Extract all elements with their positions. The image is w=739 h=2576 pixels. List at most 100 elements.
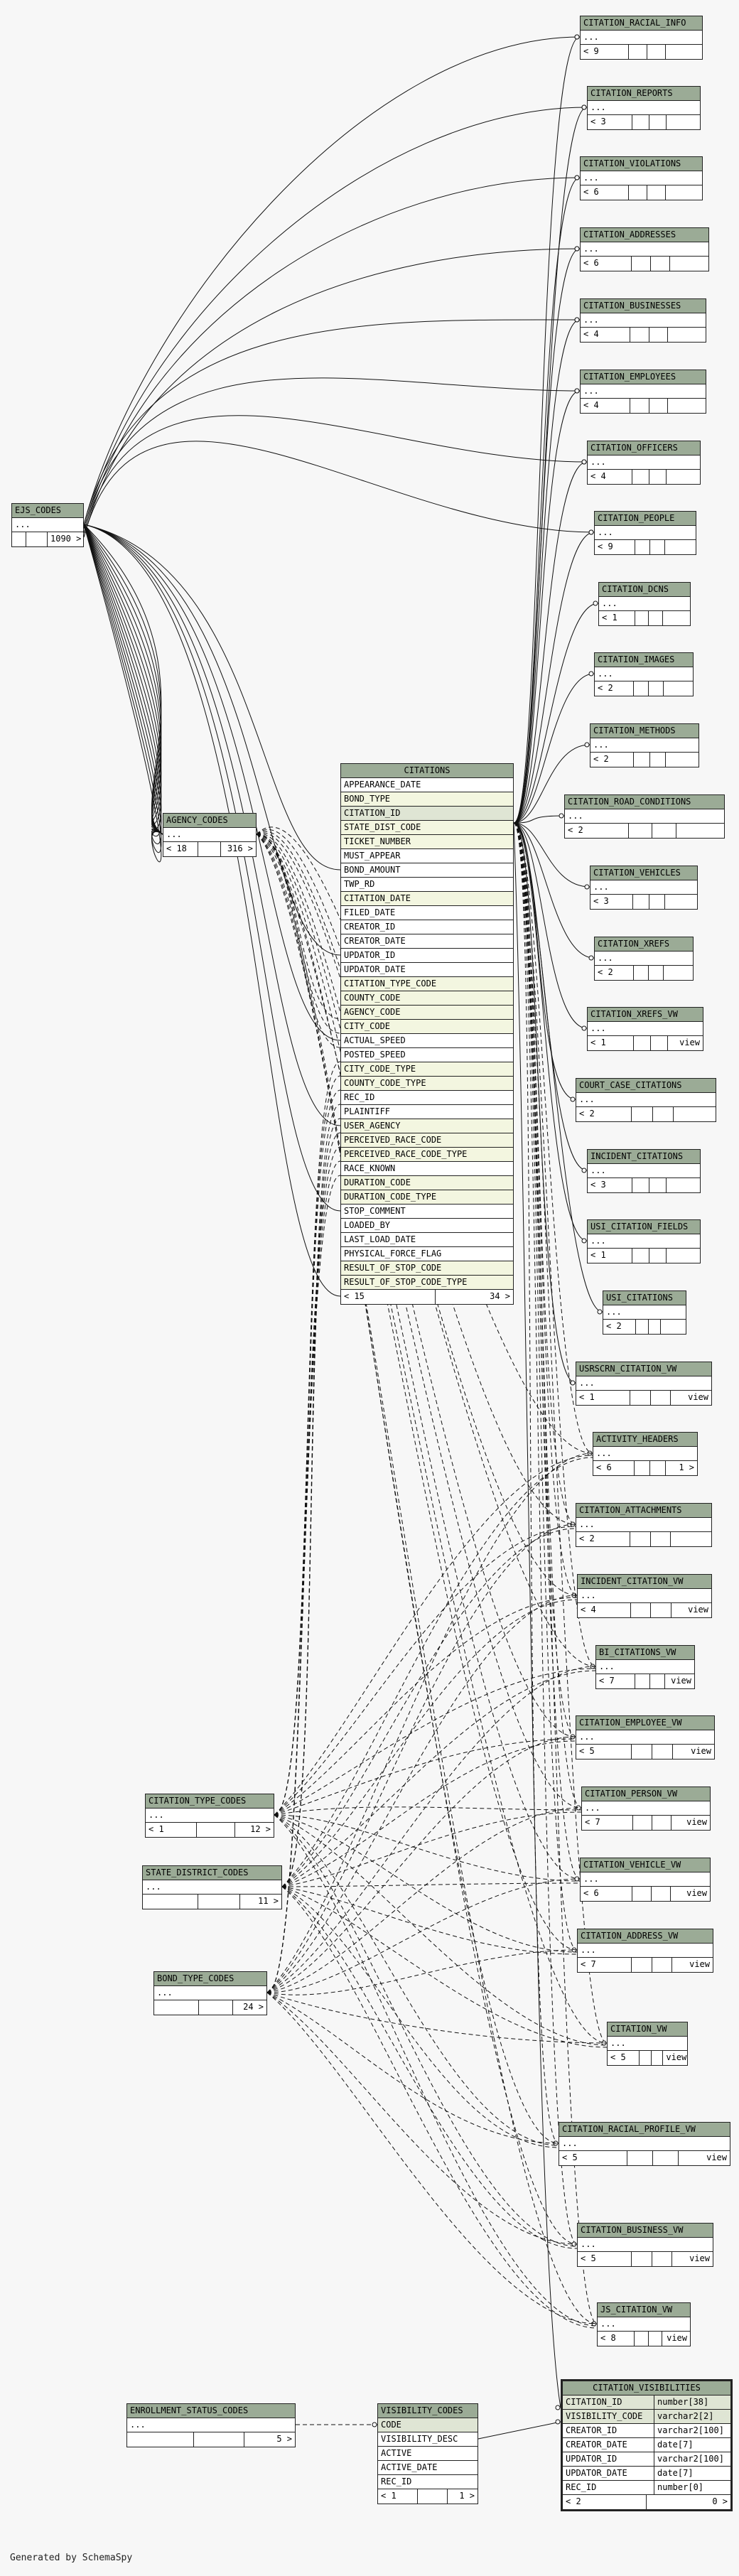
activity-headers-title[interactable]: ACTIVITY_HEADERS	[593, 1433, 697, 1447]
js-citation-vw-title[interactable]: JS_CITATION_VW	[598, 2303, 690, 2317]
citation-visibilities-title[interactable]: CITATION_VISIBILITIES	[563, 2381, 730, 2396]
citation-xrefs-title[interactable]: CITATION_XREFS	[595, 937, 693, 952]
citation-violations-table[interactable]: CITATION_VIOLATIONS...< 6	[580, 156, 703, 200]
incident-citations-table[interactable]: INCIDENT_CITATIONS...< 3	[587, 1149, 701, 1193]
bi-citations-vw-title[interactable]: BI_CITATIONS_VW	[596, 1646, 694, 1660]
relationship-edge	[513, 822, 581, 1880]
relationship-edge	[513, 36, 581, 824]
state-district-codes-table[interactable]: STATE_DISTRICT_CODES ... 11 >	[142, 1865, 282, 1909]
citation-xrefs-table[interactable]: CITATION_XREFS...< 2	[594, 937, 694, 981]
citation-people-title[interactable]: CITATION_PEOPLE	[595, 512, 696, 526]
court-case-citations-table[interactable]: COURT_CASE_CITATIONS...< 2	[576, 1078, 716, 1122]
relationship-edge	[513, 822, 603, 1313]
citation-road-conditions-title[interactable]: CITATION_ROAD_CONDITIONS	[565, 795, 724, 809]
citation-racial-info-title[interactable]: CITATION_RACIAL_INFO	[581, 16, 702, 31]
citation-dcns-title[interactable]: CITATION_DCNS	[599, 583, 690, 597]
citation-employees-table[interactable]: CITATION_EMPLOYEES...< 4	[580, 370, 706, 414]
bond-type-codes-title[interactable]: BOND_TYPE_CODES	[154, 1972, 266, 1986]
usi-citation-fields-table[interactable]: USI_CITATION_FIELDS...< 1	[587, 1219, 701, 1263]
citation-officers-title[interactable]: CITATION_OFFICERS	[588, 441, 700, 456]
citation-violations-title[interactable]: CITATION_VIOLATIONS	[581, 157, 702, 171]
citation-racial-info-table[interactable]: CITATION_RACIAL_INFO...< 9	[580, 16, 703, 60]
usrscrn-citation-vw-title[interactable]: USRSCRN_CITATION_VW	[576, 1362, 711, 1376]
citation-methods-title[interactable]: CITATION_METHODS	[590, 724, 698, 738]
citations-column: UPDATOR_DATE	[341, 963, 513, 977]
column-type: number[0]	[657, 2482, 704, 2492]
visibility-codes-title[interactable]: VISIBILITY_CODES	[378, 2404, 478, 2418]
citation-employee-vw-title[interactable]: CITATION_EMPLOYEE_VW	[576, 1716, 714, 1730]
usi-citations-table[interactable]: USI_CITATIONS...< 2	[603, 1290, 686, 1335]
agency-codes-title[interactable]: AGENCY_CODES	[163, 814, 256, 828]
enrollment-status-codes-title[interactable]: ENROLLMENT_STATUS_CODES	[127, 2404, 295, 2418]
enrollment-status-codes-table[interactable]: ENROLLMENT_STATUS_CODES ... 5 >	[126, 2403, 296, 2447]
ejs-codes-table[interactable]: EJS_CODES ... 1090 >	[11, 503, 84, 547]
citation-vehicle-vw-title[interactable]: CITATION_VEHICLE_VW	[581, 1858, 710, 1872]
citation-road-conditions-table[interactable]: CITATION_ROAD_CONDITIONS...< 2	[564, 794, 725, 839]
relationship-edge	[266, 1175, 341, 1993]
citation-people-table[interactable]: CITATION_PEOPLE...< 9	[594, 511, 696, 555]
relationship-edge	[266, 1807, 582, 1993]
citation-businesses-table[interactable]: CITATION_BUSINESSES...< 4	[580, 298, 706, 343]
state-district-codes-title[interactable]: STATE_DISTRICT_CODES	[143, 1866, 281, 1880]
court-case-citations-title[interactable]: COURT_CASE_CITATIONS	[576, 1079, 716, 1093]
usi-citations-title[interactable]: USI_CITATIONS	[603, 1291, 686, 1305]
usi-citation-fields-title[interactable]: USI_CITATION_FIELDS	[588, 1220, 700, 1234]
citation-xrefs-vw-title[interactable]: CITATION_XREFS_VW	[588, 1008, 703, 1022]
citation-employees-title[interactable]: CITATION_EMPLOYEES	[581, 370, 706, 384]
citation-addresses-table[interactable]: CITATION_ADDRESSES...< 6	[580, 227, 709, 271]
citation-reports-title[interactable]: CITATION_REPORTS	[588, 87, 700, 101]
relationship-edge	[256, 834, 581, 1880]
citations-column: CITY_CODE	[341, 1020, 513, 1034]
citation-businesses-title[interactable]: CITATION_BUSINESSES	[581, 299, 706, 313]
citation-officers-table[interactable]: CITATION_OFFICERS...< 4	[587, 441, 701, 485]
citation-methods-table[interactable]: CITATION_METHODS...< 2	[590, 723, 699, 767]
citation-addresses-title[interactable]: CITATION_ADDRESSES	[581, 228, 708, 242]
citation-business-vw-title[interactable]: CITATION_BUSINESS_VW	[578, 2224, 713, 2238]
ejs-codes-title[interactable]: EJS_CODES	[12, 504, 83, 518]
citation-person-vw-title[interactable]: CITATION_PERSON_VW	[582, 1787, 710, 1801]
citation-reports-columns: ...	[588, 101, 700, 115]
citation-racial-profile-vw-title[interactable]: CITATION_RACIAL_PROFILE_VW	[559, 2123, 730, 2137]
crowfoot-marker	[574, 317, 580, 323]
citation-visibilities-children-count: < 2	[563, 2495, 647, 2509]
citation-address-vw-title[interactable]: CITATION_ADDRESS_VW	[578, 1929, 713, 1944]
incident-citations-title[interactable]: INCIDENT_CITATIONS	[588, 1150, 700, 1164]
relationship-edge	[513, 822, 582, 1809]
citations-column: TICKET_NUMBER	[341, 835, 513, 849]
citation-dcns-table[interactable]: CITATION_DCNS...< 1	[598, 582, 691, 626]
citation-reports-table[interactable]: CITATION_REPORTS...< 3	[587, 86, 701, 130]
citations-table-title[interactable]: CITATIONS	[341, 764, 513, 778]
js-citation-vw-parent-count: view	[667, 2333, 687, 2343]
citation-attachments-title[interactable]: CITATION_ATTACHMENTS	[576, 1504, 711, 1518]
citation-vehicles-title[interactable]: CITATION_VEHICLES	[590, 866, 697, 880]
citation-type-codes-title[interactable]: CITATION_TYPE_CODES	[146, 1794, 274, 1809]
citation-vw-title[interactable]: CITATION_VW	[608, 2022, 687, 2037]
citations-table-footer: < 15 34 >	[341, 1290, 513, 1304]
citation-attachments-table[interactable]: CITATION_ATTACHMENTS...< 2	[576, 1503, 712, 1547]
incident-citation-vw-title[interactable]: INCIDENT_CITATION_VW	[578, 1575, 711, 1589]
bond-type-codes-table[interactable]: BOND_TYPE_CODES ... 24 >	[153, 1971, 267, 2015]
citation-images-title[interactable]: CITATION_IMAGES	[595, 653, 693, 667]
citation-vehicles-table[interactable]: CITATION_VEHICLES...< 3	[590, 866, 698, 910]
usrscrn-citation-vw-parent-count: view	[688, 1392, 708, 1402]
citation-images-table[interactable]: CITATION_IMAGES...< 2	[594, 652, 694, 696]
relationship-edge	[513, 822, 578, 2245]
